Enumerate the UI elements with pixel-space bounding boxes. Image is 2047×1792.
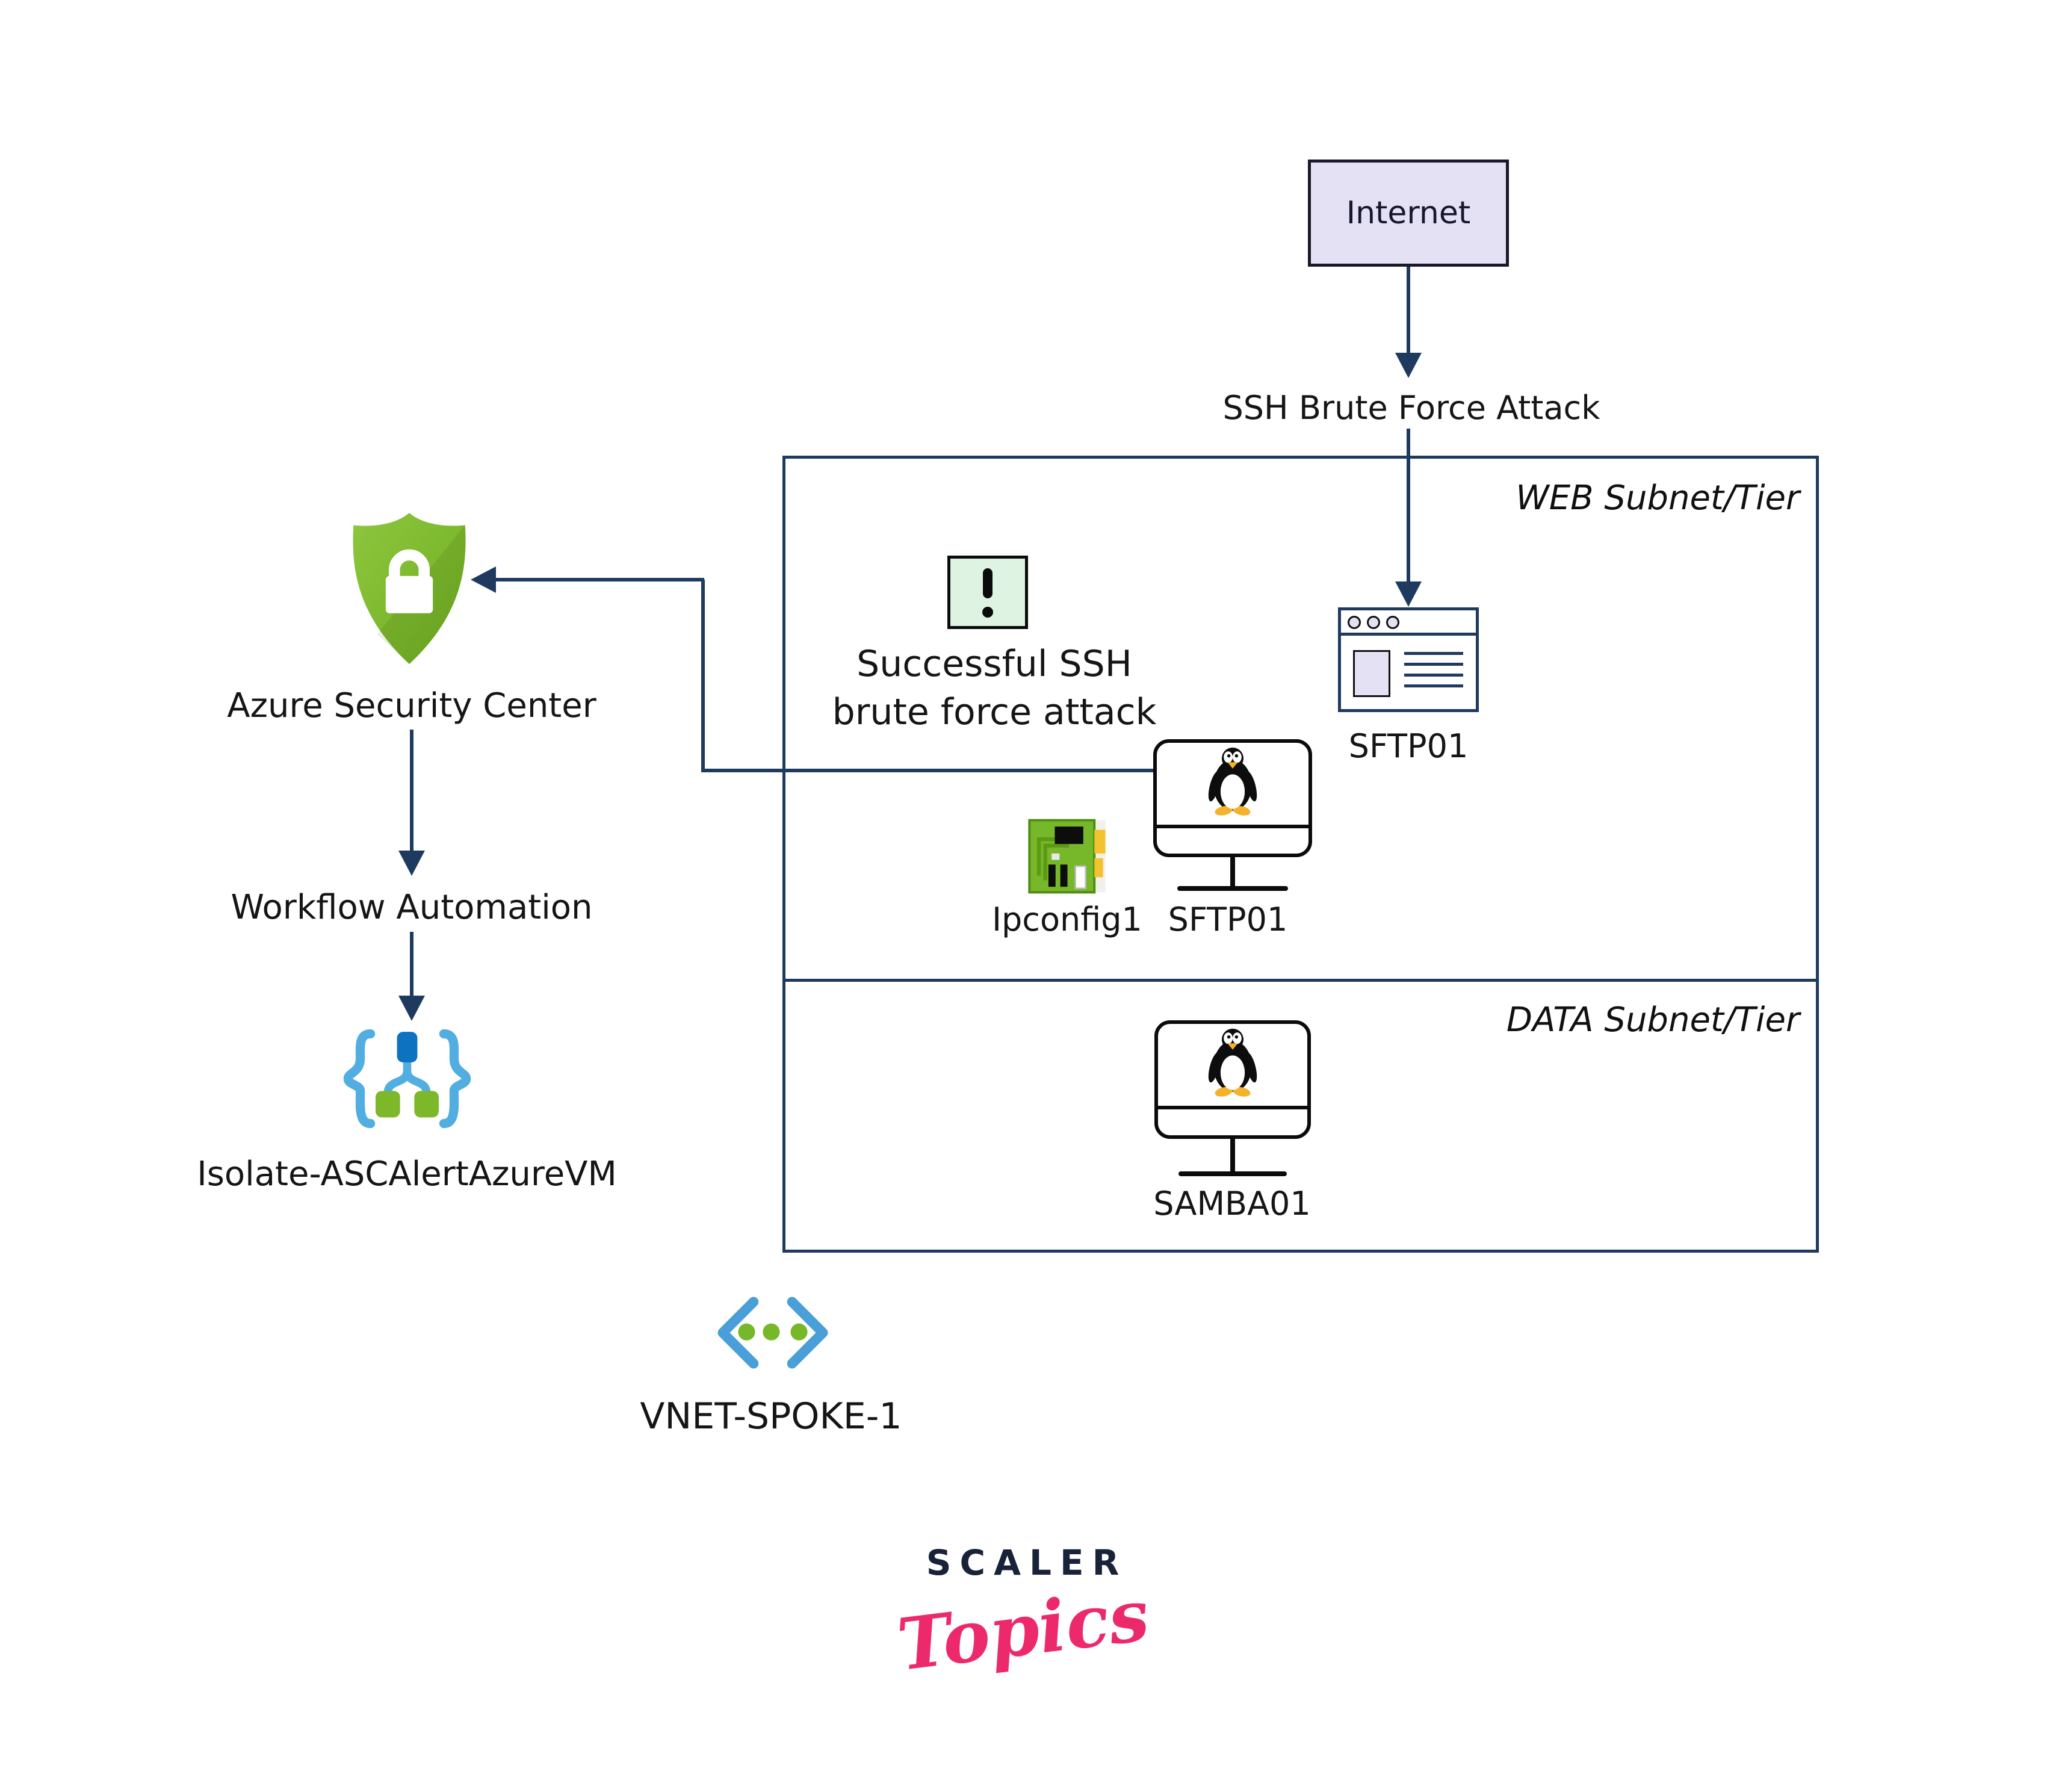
attack-arrowhead-2 bbox=[1395, 581, 1422, 607]
network-card-icon bbox=[1028, 819, 1106, 894]
asc-workflow-arrow-line bbox=[410, 730, 413, 852]
asc-label: Azure Security Center bbox=[227, 686, 596, 725]
tux-penguin-icon bbox=[1208, 747, 1257, 816]
logic-app-label: Isolate-ASCAlertAzureVM bbox=[197, 1155, 617, 1194]
nic-label: Ipconfig1 bbox=[992, 901, 1142, 938]
browser-text-line bbox=[1404, 674, 1463, 677]
vnet-label: VNET-SPOKE-1 bbox=[640, 1395, 902, 1437]
browser-window-icon bbox=[1338, 607, 1479, 712]
attack-arrow-segment-1 bbox=[1407, 267, 1410, 354]
browser-topbar bbox=[1341, 610, 1476, 636]
monitor-stand-base bbox=[1178, 1171, 1287, 1176]
sftp01-endpoint-label: SFTP01 bbox=[1348, 727, 1469, 765]
workflow-label: Workflow Automation bbox=[231, 888, 593, 927]
vnet-zone-box bbox=[782, 456, 1819, 1253]
monitor-stand-neck bbox=[1230, 857, 1235, 888]
exclamation-dot bbox=[982, 607, 993, 618]
alert-connector-horizontal-high bbox=[494, 578, 704, 581]
subnet-divider bbox=[782, 979, 1819, 982]
attack-label: SSH Brute Force Attack bbox=[1222, 389, 1600, 427]
internet-label: Internet bbox=[1346, 195, 1471, 231]
monitor-divider bbox=[1158, 1106, 1307, 1109]
browser-dot-icon bbox=[1367, 616, 1380, 629]
data-subnet-label: DATA Subnet/Tier bbox=[1506, 1000, 1800, 1040]
alert-connector-vertical bbox=[701, 580, 705, 772]
sftp01-vm-label: SFTP01 bbox=[1168, 901, 1288, 938]
tux-penguin-icon bbox=[1208, 1028, 1257, 1097]
alert-connector-horizontal-low bbox=[703, 769, 1153, 772]
browser-text-line bbox=[1404, 684, 1463, 687]
logic-app-icon bbox=[343, 1029, 471, 1129]
asc-workflow-arrowhead bbox=[398, 851, 425, 876]
workflow-logicapp-arrowhead bbox=[398, 996, 425, 1021]
monitor-stand-neck bbox=[1230, 1139, 1235, 1174]
alert-text-line2: brute force attack bbox=[832, 691, 1157, 733]
web-subnet-label: WEB Subnet/Tier bbox=[1516, 479, 1800, 518]
alert-connector-arrowhead bbox=[471, 566, 496, 593]
alert-exclamation-icon bbox=[947, 556, 1028, 629]
browser-thumbnail bbox=[1353, 650, 1390, 697]
browser-text-line bbox=[1404, 663, 1463, 666]
monitor-divider bbox=[1157, 825, 1308, 828]
attack-arrowhead-1 bbox=[1395, 353, 1422, 378]
scaler-wordmark: SCALER bbox=[926, 1542, 1128, 1583]
attack-arrow-segment-2 bbox=[1407, 429, 1410, 584]
browser-dot-icon bbox=[1348, 616, 1361, 629]
samba01-vm-label: SAMBA01 bbox=[1153, 1185, 1311, 1223]
vnet-icon bbox=[717, 1297, 828, 1369]
exclamation-bar bbox=[983, 568, 993, 598]
security-shield-icon bbox=[353, 512, 466, 665]
internet-node: Internet bbox=[1308, 160, 1509, 267]
alert-text-line1: Successful SSH bbox=[856, 643, 1132, 685]
monitor-stand-base bbox=[1177, 886, 1288, 891]
workflow-logicapp-arrow-line bbox=[410, 932, 413, 997]
browser-text-line bbox=[1404, 652, 1463, 655]
browser-dot-icon bbox=[1386, 616, 1399, 629]
topics-wordmark: Topics bbox=[893, 1573, 1154, 1687]
